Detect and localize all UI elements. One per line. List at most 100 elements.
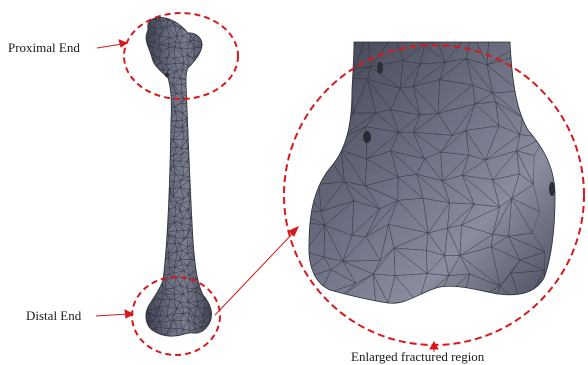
mesh-triangle <box>153 84 162 91</box>
mesh-triangle <box>146 275 152 282</box>
mesh-triangle <box>138 127 148 135</box>
mesh-triangle <box>146 156 152 163</box>
mesh-triangle <box>140 104 147 109</box>
mesh-triangle <box>139 44 146 50</box>
mesh-triangle <box>159 111 166 117</box>
mesh-triangle <box>146 125 154 135</box>
mesh-triangle <box>154 218 161 224</box>
mesh-triangle <box>138 133 145 142</box>
mesh-triangle <box>152 138 162 146</box>
mesh-triangle <box>145 197 153 205</box>
mesh-triangle <box>195 167 202 176</box>
mesh-triangle <box>306 138 327 166</box>
mesh-triangle <box>153 180 161 187</box>
mesh-triangle <box>159 201 169 209</box>
mesh-triangle <box>149 287 156 297</box>
mesh-triangle <box>161 209 168 219</box>
mesh-triangle <box>146 153 152 164</box>
mesh-triangle <box>187 117 197 124</box>
mesh-triangle <box>145 159 151 167</box>
mesh-triangle <box>201 202 212 208</box>
mesh-triangle <box>139 167 149 177</box>
mesh-triangle <box>149 264 154 275</box>
mesh-triangle <box>197 202 202 212</box>
mesh-triangle <box>147 103 154 110</box>
mesh-triangle <box>202 247 211 254</box>
mesh-triangle <box>191 147 197 152</box>
mesh-triangle <box>152 275 159 280</box>
mesh-triangle <box>196 238 204 246</box>
mesh-triangle <box>139 148 149 152</box>
mesh-triangle <box>201 273 211 282</box>
mesh-triangle <box>145 159 154 170</box>
mesh-triangle <box>190 175 197 180</box>
mesh-triangle <box>149 146 156 157</box>
mesh-triangle <box>141 240 145 245</box>
mesh-triangle <box>201 264 212 274</box>
proximal-arrowhead-icon <box>119 40 127 47</box>
mesh-triangle <box>138 110 147 118</box>
mesh-triangle <box>320 138 341 154</box>
mesh-triangle <box>162 82 167 92</box>
mesh-triangle <box>194 83 201 92</box>
mesh-triangle <box>201 82 210 94</box>
mesh-triangle <box>146 68 154 77</box>
mesh-triangle <box>201 166 212 177</box>
mesh-triangle <box>139 266 147 275</box>
mesh-triangle <box>153 198 160 205</box>
mesh-triangle <box>159 112 169 121</box>
mesh-triangle <box>202 28 211 36</box>
mesh-triangle <box>145 198 155 205</box>
mesh-triangle <box>194 152 205 160</box>
mesh-triangle <box>187 112 197 118</box>
mesh-triangle <box>147 110 157 121</box>
mesh-triangle <box>196 141 202 147</box>
mesh-triangle <box>147 215 155 223</box>
mesh-triangle <box>155 169 161 176</box>
mesh-triangle <box>156 223 162 231</box>
mesh-triangle <box>198 63 203 73</box>
mesh-triangle <box>146 133 154 141</box>
mesh-triangle <box>154 187 163 197</box>
mesh-triangle <box>191 76 197 82</box>
mesh-triangle <box>147 120 157 125</box>
mesh-triangle <box>201 132 210 141</box>
mesh-triangle <box>159 117 169 125</box>
mesh-triangle <box>145 167 155 173</box>
mesh-triangle <box>204 190 209 198</box>
condyle-hole-left <box>377 62 383 74</box>
mesh-triangle <box>202 82 210 94</box>
mesh-triangle <box>138 54 147 63</box>
mesh-triangle <box>138 124 148 132</box>
mesh-triangle <box>201 273 212 281</box>
mesh-triangle <box>203 231 210 238</box>
mesh-triangle <box>141 75 146 82</box>
mesh-triangle <box>138 180 146 189</box>
mesh-triangle <box>202 251 211 257</box>
mesh-triangle <box>204 152 212 162</box>
mesh-triangle <box>161 169 170 176</box>
mesh-triangle <box>138 295 149 301</box>
mesh-triangle <box>152 146 160 157</box>
mesh-triangle <box>201 264 210 274</box>
mesh-triangle <box>153 174 159 181</box>
mesh-triangle <box>159 117 166 126</box>
mesh-triangle <box>146 133 154 141</box>
mesh-triangle <box>203 233 210 238</box>
mesh-triangle <box>161 223 166 232</box>
mesh-triangle <box>146 96 152 104</box>
mesh-triangle <box>201 133 210 141</box>
mesh-triangle <box>141 141 149 149</box>
mesh-triangle <box>141 245 149 250</box>
femur-shape <box>146 17 212 336</box>
mesh-triangle <box>304 39 331 56</box>
mesh-triangle <box>140 197 145 204</box>
mesh-triangle <box>196 133 201 141</box>
mesh-triangle <box>190 175 197 180</box>
mesh-triangle <box>190 82 193 91</box>
mesh-triangle <box>203 68 211 75</box>
mesh-triangle <box>195 160 205 170</box>
mesh-triangle <box>146 245 155 250</box>
mesh-triangle <box>201 182 209 191</box>
mesh-triangle <box>139 174 149 180</box>
